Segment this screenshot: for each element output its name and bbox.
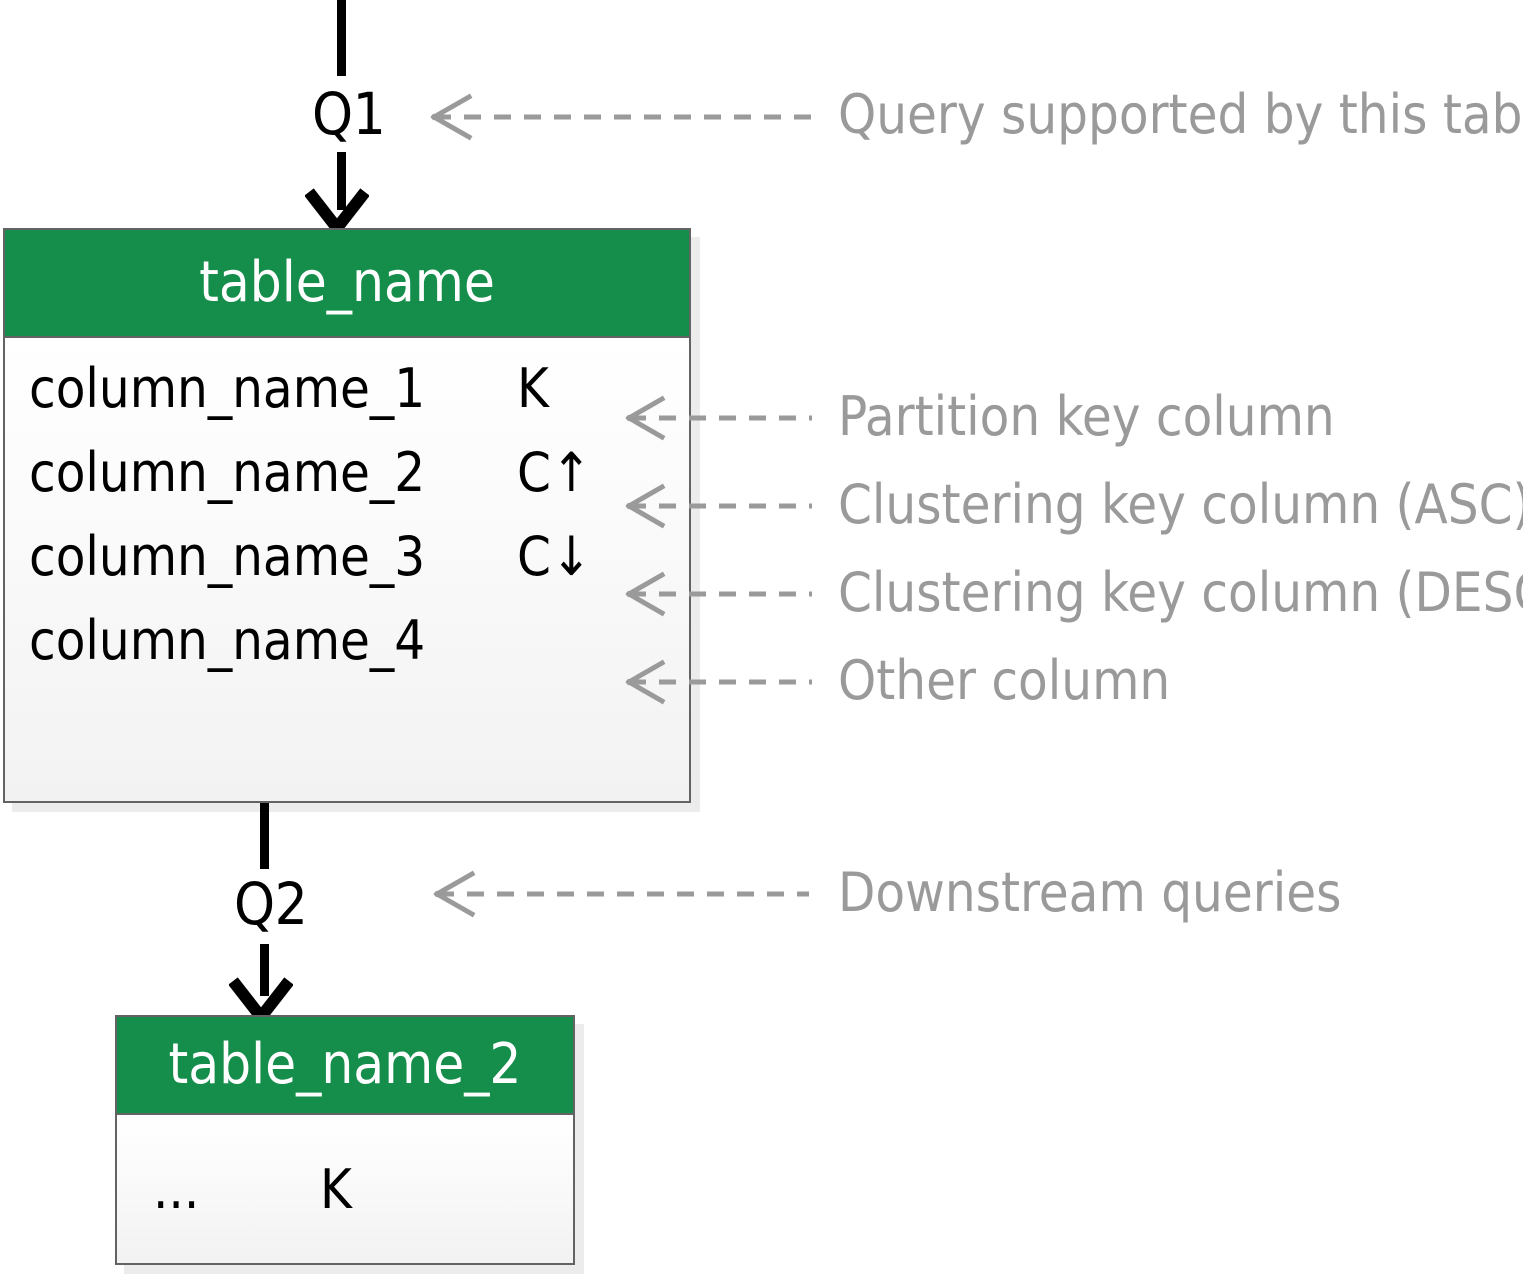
q1-flow-line-upper: [337, 0, 346, 76]
table-row[interactable]: column_name_4: [5, 610, 689, 694]
table-row[interactable]: column_name_2 C↑: [5, 442, 689, 526]
table-row[interactable]: column_name_1 K: [5, 358, 689, 442]
annotation-label-partition-key: Partition key column: [838, 385, 1335, 448]
table-row[interactable]: ... K: [117, 1159, 573, 1243]
column-key-marker: C↑: [517, 441, 592, 504]
annotation-label-clustering-desc: Clustering key column (DESC): [838, 561, 1523, 624]
q2-annotation-arrow-icon: [428, 870, 813, 918]
column-key-marker: K: [517, 357, 549, 420]
column-name: column_name_4: [29, 609, 426, 672]
annotation-label-other-column: Other column: [838, 649, 1171, 712]
annotation-label-query-supported: Query supported by this table: [838, 83, 1523, 146]
table-row[interactable]: column_name_3 C↓: [5, 526, 689, 610]
q2-flow-line-lower: [260, 944, 269, 996]
table-body-table-name: column_name_1 K column_name_2 C↑ column_…: [5, 338, 689, 801]
q2-label: Q2: [234, 870, 308, 938]
table-box-table-name[interactable]: table_name column_name_1 K column_name_2…: [3, 228, 691, 803]
column-name: ...: [153, 1158, 200, 1221]
column-name: column_name_1: [29, 357, 426, 420]
annotation-label-clustering-asc: Clustering key column (ASC): [838, 473, 1523, 536]
table-title-table-name: table_name: [5, 230, 689, 338]
q1-flow-line-lower: [337, 152, 346, 210]
column-key-marker: K: [320, 1158, 352, 1221]
column-name: column_name_3: [29, 525, 426, 588]
q1-label: Q1: [312, 80, 386, 148]
table-body-table-name-2: ... K: [117, 1115, 573, 1263]
table-box-table-name-2[interactable]: table_name_2 ... K: [115, 1015, 575, 1265]
column-name: column_name_2: [29, 441, 426, 504]
column-key-marker: C↓: [517, 525, 592, 588]
table-title-table-name-2: table_name_2: [117, 1017, 573, 1115]
q2-flow-line-upper: [260, 803, 269, 869]
annotation-label-downstream-queries: Downstream queries: [838, 861, 1342, 924]
q1-annotation-arrow-icon: [425, 93, 815, 141]
